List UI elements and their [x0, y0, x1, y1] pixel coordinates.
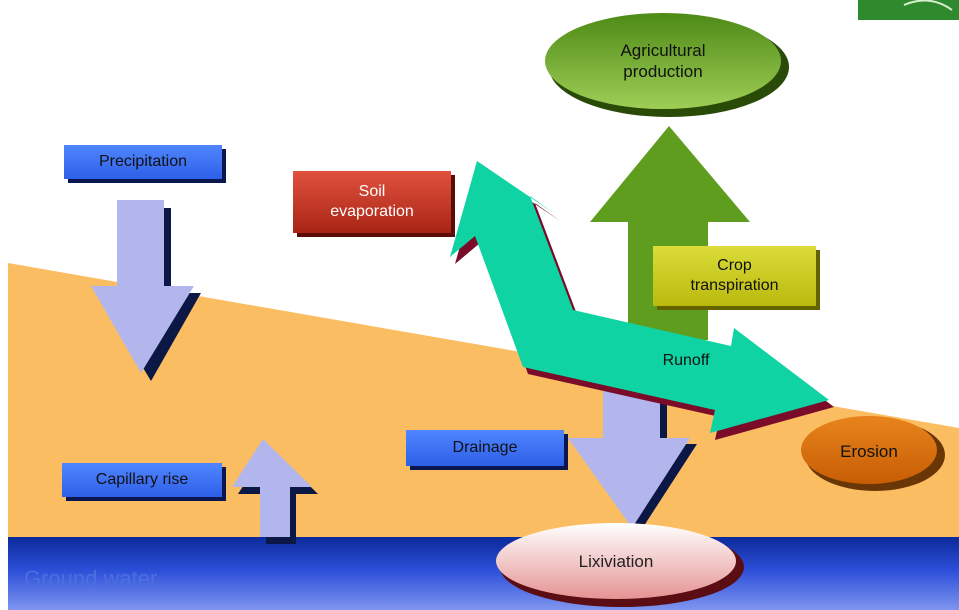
ground-water-label: Ground water — [24, 566, 158, 591]
drainage-label: Drainage — [406, 430, 564, 466]
ground-water-band — [8, 537, 959, 610]
erosion-label: Erosion — [840, 441, 898, 461]
agricultural-production-ellipse — [545, 13, 789, 117]
soil-evaporation-label: Soil evaporation — [293, 171, 451, 233]
agricultural-production-label: Agricultural production — [620, 41, 706, 81]
lixiviation-ellipse — [496, 523, 744, 607]
runoff-label: Runoff — [662, 352, 710, 369]
drainage-arrow — [568, 378, 697, 535]
logo-icon — [858, 0, 959, 20]
precipitation-arrow — [91, 200, 201, 381]
lixiviation-label: Lixiviation — [578, 551, 654, 571]
capillary-rise-arrow — [232, 439, 318, 544]
runoff-arrow — [450, 161, 834, 440]
capillary-rise-label: Capillary rise — [62, 463, 222, 497]
precipitation-label: Precipitation — [64, 145, 222, 179]
erosion-ellipse — [801, 416, 945, 491]
crop-transpiration-arrow — [590, 126, 750, 340]
crop-transpiration-label: Crop transpiration — [653, 246, 816, 306]
